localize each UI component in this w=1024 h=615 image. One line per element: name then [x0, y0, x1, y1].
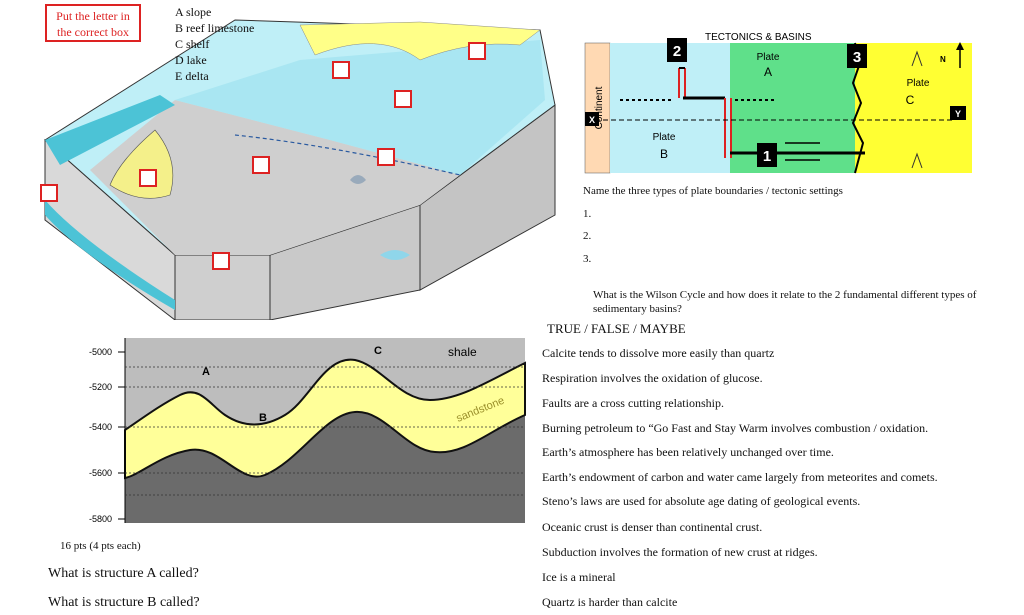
marker-x	[585, 112, 599, 126]
lake-body	[380, 250, 410, 260]
answer-box[interactable]	[139, 169, 157, 187]
marker-y	[950, 106, 966, 120]
question-structure-a: What is structure A called?	[48, 566, 199, 581]
answer-box[interactable]	[394, 90, 412, 108]
marker-1	[757, 143, 777, 167]
ocean-area	[610, 43, 730, 173]
marker-2-label: 2	[673, 43, 681, 60]
marker-2	[667, 38, 687, 62]
tf-statement: Calcite tends to dissolve more easily th…	[542, 346, 775, 360]
marker-1-label: 1	[763, 148, 771, 165]
plate-b-label-2: B	[660, 147, 668, 161]
question-structure-b: What is structure B called?	[48, 595, 200, 610]
marker-3-label: 3	[853, 49, 861, 66]
option-legend: A slope B reef limestone C shelf D lake …	[175, 4, 254, 84]
wilson-line-2: sedimentary basins?	[593, 303, 682, 315]
tick-label: -5000	[89, 347, 112, 357]
deep-water-front	[45, 200, 175, 310]
tf-statement: Steno’s laws are used for absolute age d…	[542, 494, 861, 508]
shale-label: shale	[448, 345, 477, 359]
answer-box[interactable]	[332, 61, 350, 79]
plate-c-label-2: C	[906, 93, 915, 107]
answer-box[interactable]	[377, 148, 395, 166]
tick-label: -5600	[89, 468, 112, 478]
wilson-line-1: What is the Wilson Cycle and how does it…	[593, 289, 977, 301]
structure-a-label: A	[202, 366, 210, 378]
tf-statement: Quartz is harder than calcite	[542, 595, 678, 609]
instruction-line-1: Put the letter in	[56, 9, 130, 23]
tick-label: -5400	[89, 422, 112, 432]
plate-answer-1: 1.	[583, 208, 592, 220]
points-note: 16 pts (4 pts each)	[60, 540, 141, 552]
continent-label: Continent	[594, 86, 605, 129]
coastal-land	[299, 21, 541, 61]
option-a: A slope	[175, 5, 212, 19]
plate-answer-2: 2.	[583, 230, 592, 242]
plate-a-label-1: Plate	[757, 52, 780, 63]
answer-box[interactable]	[40, 184, 58, 202]
instruction-line-2: the correct box	[57, 25, 129, 39]
option-e: E delta	[175, 69, 209, 83]
answer-box[interactable]	[468, 42, 486, 60]
true-false-header: TRUE / FALSE / MAYBE	[547, 321, 686, 336]
shelf-zone	[175, 40, 545, 175]
slope-zone	[90, 100, 460, 255]
tf-statement: Earth’s endowment of carbon and water ca…	[542, 470, 938, 484]
structure-c-label: C	[374, 345, 382, 357]
tf-statement: Subduction involves the formation of new…	[542, 545, 818, 559]
continent-strip	[584, 42, 611, 174]
plate-question: Name the three types of plate boundaries…	[583, 185, 843, 197]
answer-box[interactable]	[252, 156, 270, 174]
cross-section: -5000 -5200 -5400 -5600 -5800 A B C shal…	[89, 338, 526, 524]
marker-y-label: Y	[955, 109, 961, 119]
plate-a-label-2: A	[764, 65, 772, 79]
answer-box[interactable]	[212, 252, 230, 270]
block-diagram	[40, 19, 556, 320]
plate-c-label-1: Plate	[907, 78, 930, 89]
option-c: C shelf	[175, 37, 210, 51]
tf-statement: Burning petroleum to “Go Fast and Stay W…	[542, 421, 929, 435]
tick-label: -5800	[89, 514, 112, 524]
tf-statement: Faults are a cross cutting relationship.	[542, 396, 724, 410]
tectonics-title: TECTONICS & BASINS	[705, 32, 812, 43]
shale-layer	[125, 338, 525, 430]
tf-statement: Earth’s atmosphere has been relatively u…	[542, 445, 834, 459]
tectonics-diagram: Continent TECTONICS & BASINS Plate A Pla…	[584, 32, 972, 174]
deep-water	[45, 95, 175, 165]
plate-b-label-1: Plate	[653, 132, 676, 143]
north-label: N	[940, 55, 946, 64]
instruction-box: Put the letter in the correct box	[45, 4, 141, 42]
option-b: B reef limestone	[175, 21, 255, 35]
marker-3	[847, 44, 867, 68]
delta-fan	[109, 129, 174, 199]
plate-a-area	[730, 43, 855, 173]
tf-statement: Ice is a mineral	[542, 570, 616, 584]
plate-answer-3: 3.	[583, 253, 592, 265]
option-d: D lake	[175, 53, 207, 67]
tick-label: -5200	[89, 382, 112, 392]
volcano-icon	[911, 152, 923, 169]
north-arrowhead-icon	[956, 42, 964, 50]
sandstone-layer	[124, 358, 526, 480]
structure-b-label: B	[259, 412, 267, 424]
reef-mound	[350, 175, 366, 184]
marker-x-label: X	[589, 115, 595, 125]
shelf-edge	[234, 134, 461, 176]
wilson-question: What is the Wilson Cycle and how does it…	[593, 288, 976, 316]
tf-statement: Respiration involves the oxidation of gl…	[542, 371, 763, 385]
volcano-icon	[911, 50, 923, 67]
tf-statement: Oceanic crust is denser than continental…	[542, 520, 763, 534]
